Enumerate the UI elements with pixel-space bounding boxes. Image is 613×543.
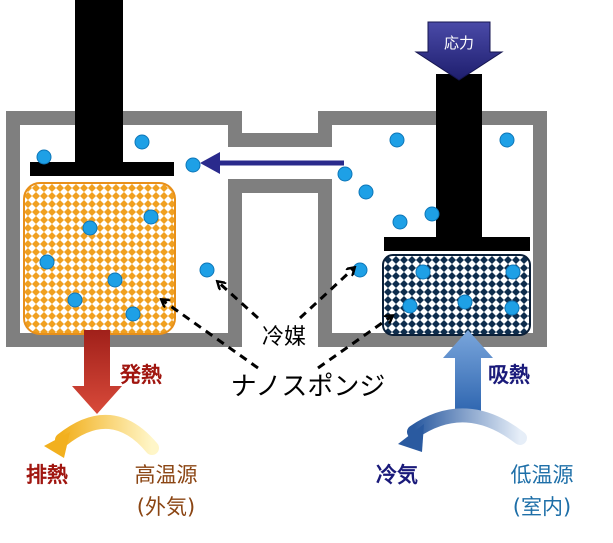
pointer-refrigerant-right — [298, 268, 354, 320]
droplet — [185, 157, 201, 173]
droplet — [82, 220, 98, 236]
chamber-frame — [6, 111, 547, 347]
droplet — [39, 254, 55, 270]
droplet — [199, 262, 215, 278]
low-temp-source-sub-label: (室内) — [513, 495, 571, 519]
heat-absorb-arrow — [443, 330, 493, 412]
droplet — [392, 214, 408, 230]
cool-air-label: 冷気 — [376, 463, 418, 487]
heat-release-arrow — [72, 330, 122, 414]
exhaust-heat-arc — [44, 414, 159, 458]
droplet — [67, 292, 83, 308]
stress-arrow — [414, 21, 504, 81]
high-temp-source-label: 高温源 — [135, 463, 198, 487]
droplet — [499, 132, 515, 148]
droplet — [107, 272, 123, 288]
stress-label: 応力 — [444, 34, 474, 52]
droplet — [424, 206, 440, 222]
pointer-sponge-left — [162, 300, 259, 370]
heat-absorb-label: 吸熱 — [488, 363, 530, 387]
droplet — [504, 300, 520, 316]
droplet — [402, 298, 418, 314]
droplet — [505, 264, 521, 280]
cool-air-arc — [398, 408, 527, 452]
droplet — [415, 264, 431, 280]
refrigerant-label: 冷媒 — [262, 325, 306, 350]
droplet — [352, 262, 368, 278]
droplet — [134, 134, 150, 150]
exhaust-heat-label: 排熱 — [26, 463, 68, 487]
droplet — [389, 132, 405, 148]
left-piston — [30, 0, 174, 176]
right-piston — [384, 74, 530, 251]
high-temp-source-sub-label: (外気) — [137, 495, 195, 519]
low-temp-source-label: 低温源 — [511, 463, 574, 487]
droplet — [143, 209, 159, 225]
pointer-sponge-right — [317, 316, 392, 370]
pointer-refrigerant-left — [218, 282, 260, 320]
nanosponge-label: ナノスポンジ — [231, 372, 386, 402]
droplet — [358, 184, 374, 200]
refrigerant-droplets — [36, 132, 521, 322]
droplet — [457, 294, 473, 310]
droplet — [125, 306, 141, 322]
refrigerant-flow-arrow — [200, 152, 344, 174]
droplet — [36, 149, 52, 165]
pointer-arrows — [162, 268, 392, 370]
heat-release-label: 発熱 — [119, 363, 162, 387]
droplet — [337, 166, 353, 182]
